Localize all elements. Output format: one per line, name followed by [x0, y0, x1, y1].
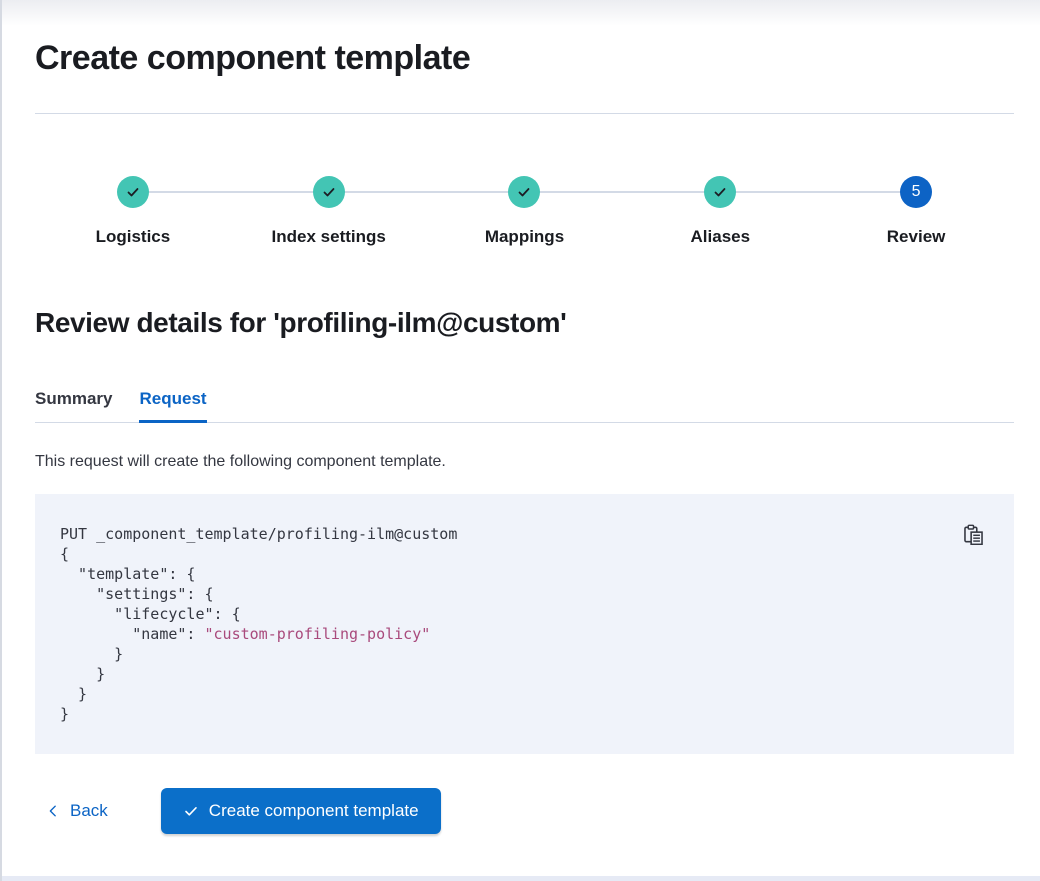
code-line: "name": "custom-profiling-policy" [60, 624, 954, 644]
step-logistics[interactable]: Logistics [35, 176, 231, 248]
review-heading: Review details for 'profiling-ilm@custom… [35, 307, 567, 338]
wizard-footer: Back Create component template [35, 788, 1014, 834]
check-icon [125, 184, 141, 200]
tab-request[interactable]: Request [139, 387, 207, 423]
tab-summary[interactable]: Summary [35, 389, 113, 408]
step-label: Logistics [95, 227, 171, 246]
step-complete-circle[interactable] [704, 176, 737, 208]
step-review[interactable]: 5 Review [818, 176, 1014, 248]
code-line: } [60, 665, 106, 683]
check-icon [183, 803, 199, 819]
step-number: 5 [911, 183, 921, 200]
step-label: Aliases [690, 227, 751, 246]
chevron-left-icon [46, 804, 60, 818]
code-line: "lifecycle": { [60, 605, 241, 623]
create-component-template-label: Create component template [208, 801, 419, 820]
code-string-value: "custom-profiling-policy" [204, 625, 431, 643]
code-line: } [60, 645, 124, 663]
page-title: Create component template [35, 39, 471, 77]
back-button[interactable]: Back [35, 788, 119, 834]
code-line: PUT _component_template/profiling-ilm@cu… [60, 525, 458, 543]
check-icon [321, 184, 337, 200]
check-icon [712, 184, 728, 200]
copy-clipboard-icon [963, 524, 984, 545]
step-current-circle[interactable]: 5 [900, 176, 933, 208]
step-label: Review [886, 227, 946, 246]
step-index-settings[interactable]: Index settings [231, 176, 427, 248]
step-aliases[interactable]: Aliases [622, 176, 818, 248]
copy-button[interactable] [961, 522, 986, 547]
step-complete-circle[interactable] [508, 176, 541, 208]
title-divider [35, 113, 1014, 114]
request-description: This request will create the following c… [35, 453, 446, 470]
check-icon [516, 184, 532, 200]
step-mappings[interactable]: Mappings [427, 176, 623, 248]
code-line: } [60, 705, 70, 723]
create-component-template-page: Create component template Logistics Inde… [2, 0, 1040, 834]
step-complete-circle[interactable] [312, 176, 345, 208]
step-label: Index settings [271, 227, 386, 246]
request-code-block: PUT _component_template/profiling-ilm@cu… [35, 494, 1014, 754]
code-line: "settings": { [60, 585, 214, 603]
back-button-label: Back [70, 801, 108, 820]
code-line: { [60, 545, 70, 563]
step-label: Mappings [484, 227, 565, 246]
code-line: } [60, 685, 88, 703]
code-key: "name": [60, 625, 205, 643]
step-progress-bar: Logistics Index settings Mappings [35, 176, 1014, 248]
step-complete-circle[interactable] [116, 176, 149, 208]
code-line: "template": { [60, 565, 196, 583]
create-component-template-button[interactable]: Create component template [160, 788, 441, 834]
review-tabs: Summary Request [35, 387, 1014, 423]
bottom-panel-edge [2, 876, 1040, 881]
